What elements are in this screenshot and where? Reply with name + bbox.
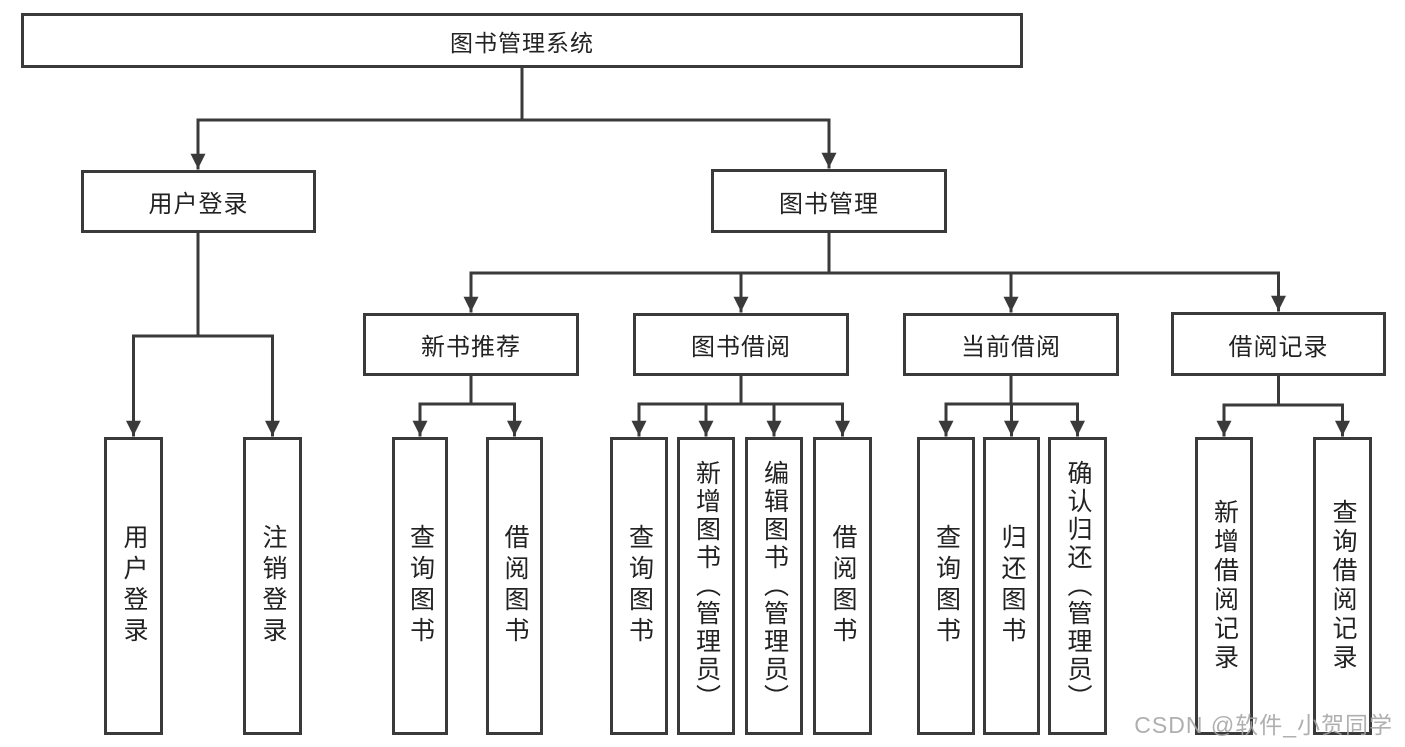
leaf-query-books: 查询图书: [917, 437, 975, 735]
node-library-management-system: 图书管理系统: [21, 13, 1023, 68]
connector-user-login-to-leaves: [126, 231, 280, 437]
connector-book-borrow-to-leaves: [631, 374, 850, 437]
leaf-confirm-return-admin: 确认归还（管理员）: [1048, 437, 1107, 735]
node-current-borrowing: 当前借阅: [903, 313, 1119, 376]
leaf-borrow-books: 借阅图书: [813, 437, 872, 735]
connector-current-borrow-to-leaves: [938, 374, 1085, 437]
node-new-book-recommendation: 新书推荐: [363, 313, 579, 376]
csdn-watermark: CSDN @软件_小贺同学: [1134, 712, 1393, 738]
connector-book-mgmt-to-level3: [463, 231, 1286, 313]
leaf-user-login: 用户登录: [104, 437, 163, 735]
connector-borrow-records-to-leaves: [1216, 374, 1350, 437]
node-user-login: 用户登录: [81, 170, 316, 233]
leaf-add-books-admin: 新增图书（管理员）: [677, 437, 735, 735]
leaf-add-borrow-record: 新增借阅记录: [1195, 437, 1253, 735]
leaf-borrow-books: 借阅图书: [486, 437, 543, 735]
leaf-edit-books-admin: 编辑图书（管理员）: [745, 437, 803, 735]
leaf-query-books: 查询图书: [610, 437, 668, 735]
node-book-management: 图书管理: [711, 169, 947, 233]
leaf-return-books: 归还图书: [983, 437, 1040, 735]
leaf-query-borrow-record: 查询借阅记录: [1313, 437, 1372, 735]
leaf-logout: 注销登录: [243, 437, 302, 735]
leaf-query-books: 查询图书: [392, 437, 448, 735]
connector-root-to-level2: [190, 66, 837, 170]
node-borrowing-records: 借阅记录: [1171, 312, 1386, 376]
connector-new-book-rec-to-leaves: [412, 374, 522, 437]
node-book-borrowing: 图书借阅: [633, 313, 849, 376]
